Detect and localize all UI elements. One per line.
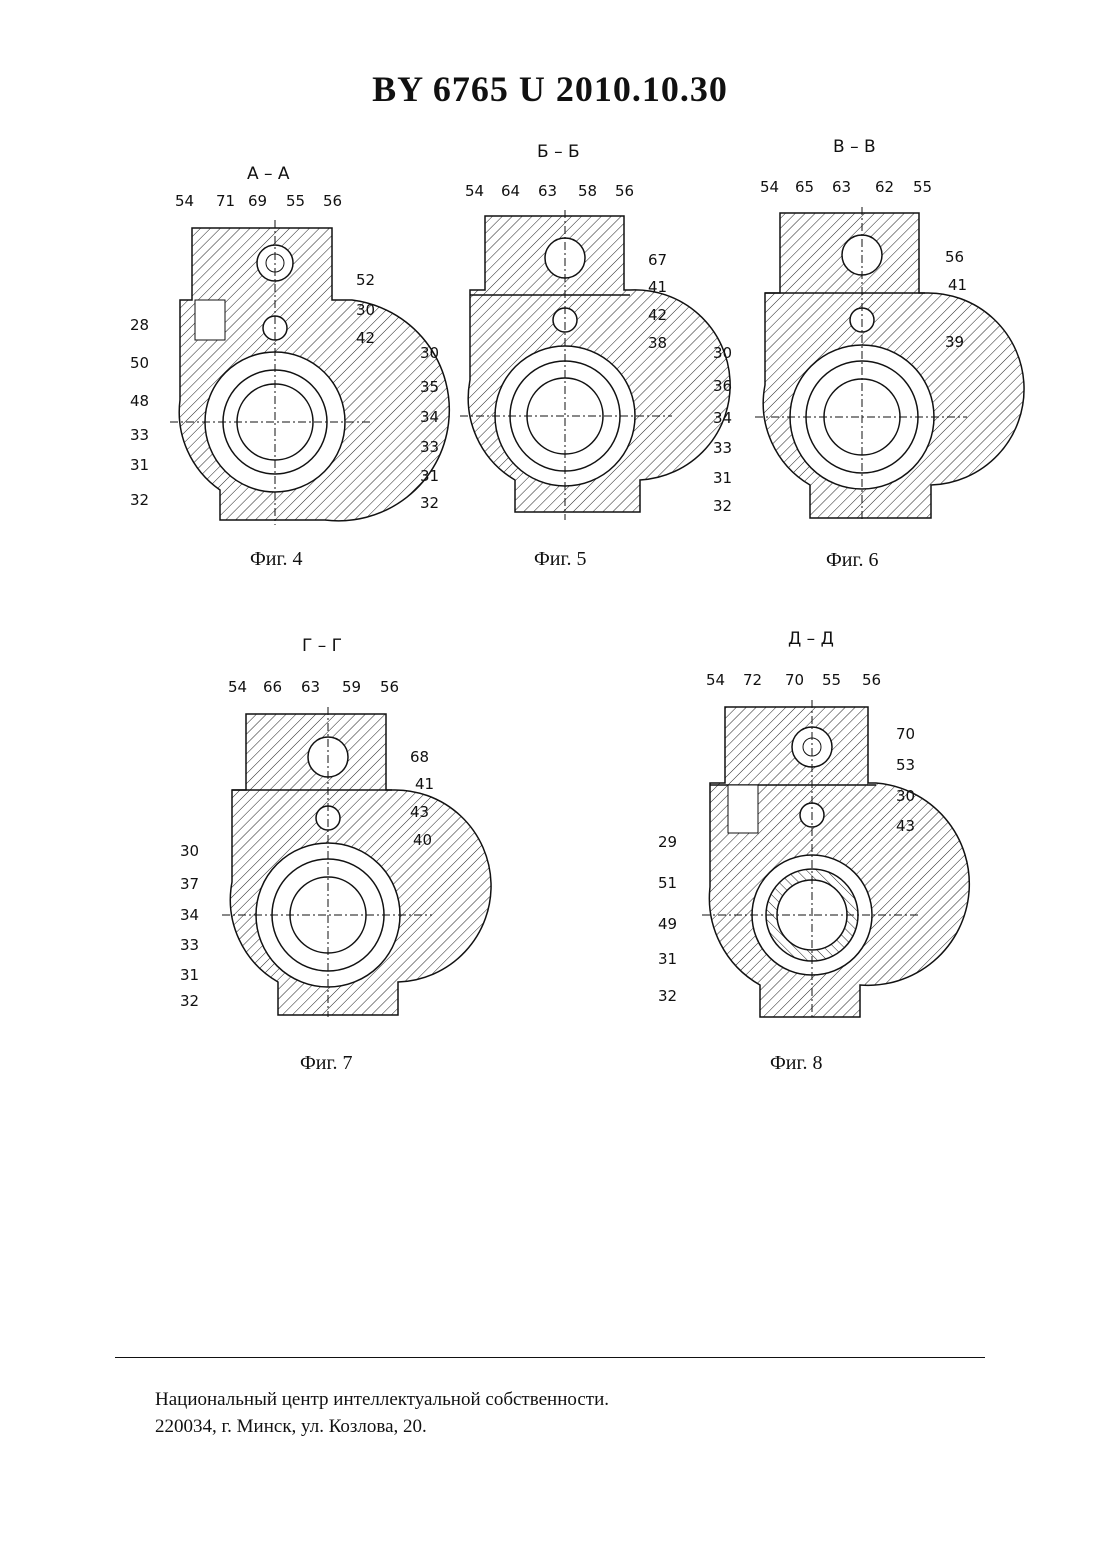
document-header: BY 6765 U 2010.10.30 — [0, 68, 1100, 110]
figure-6: В – В 54 65 63 62 55 56 41 39 30 36 34 3… — [705, 135, 975, 520]
footer-line-1: Национальный центр интеллектуальной собс… — [155, 1386, 609, 1413]
drawing-fig7 — [170, 632, 440, 1017]
figure-5: Б – Б 54 64 63 58 56 67 41 42 38 30 35 3… — [410, 140, 680, 520]
figure-4: А – А 54 71 69 55 56 52 30 42 28 50 48 3… — [120, 160, 380, 530]
footer-divider — [115, 1357, 985, 1358]
drawing-fig5 — [410, 140, 680, 520]
footer-line-2: 220034, г. Минск, ул. Козлова, 20. — [155, 1413, 609, 1440]
drawing-fig8 — [650, 625, 930, 1020]
figure-caption: Фиг. 7 — [300, 1052, 352, 1075]
drawing-fig4 — [120, 160, 380, 530]
figure-caption: Фиг. 5 — [534, 548, 586, 571]
figure-caption: Фиг. 6 — [826, 549, 878, 572]
figure-caption: Фиг. 4 — [250, 548, 302, 571]
figure-8: Д – Д 54 72 70 55 56 70 53 30 43 29 51 4… — [650, 625, 930, 1020]
figure-caption: Фиг. 8 — [770, 1052, 822, 1075]
footer: Национальный центр интеллектуальной собс… — [155, 1386, 609, 1440]
figure-7: Г – Г 54 66 63 59 56 68 41 43 40 30 37 3… — [170, 632, 440, 1017]
drawing-fig6 — [705, 135, 975, 520]
